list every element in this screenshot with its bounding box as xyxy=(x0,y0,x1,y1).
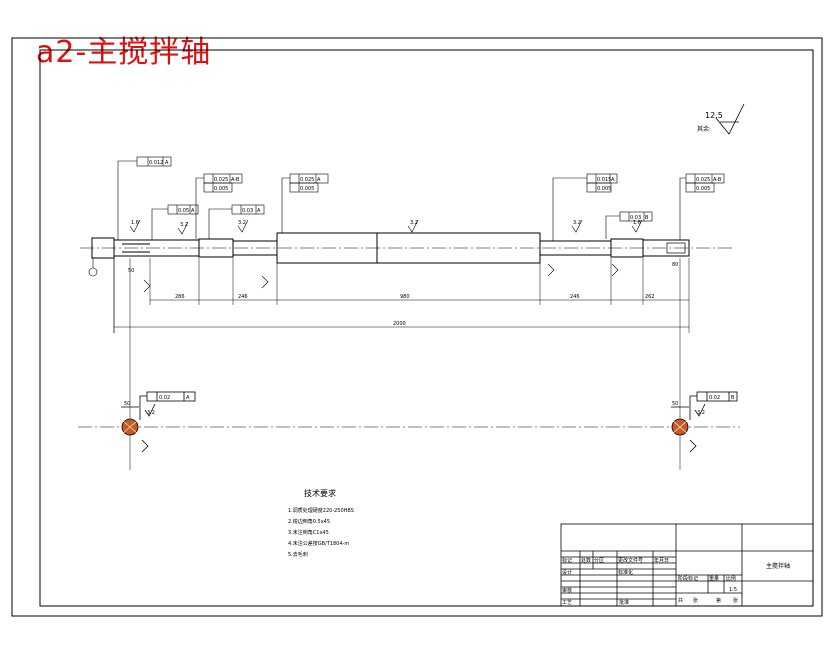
section-right xyxy=(671,391,738,453)
sec-ra-right: 3.2 xyxy=(697,410,705,416)
tol-0025-d: 0.025 xyxy=(696,177,710,183)
tol-ref-ab-1: A-B xyxy=(231,177,240,183)
sec-dim-left: 50 xyxy=(124,401,130,407)
dim-246-right: 246 xyxy=(570,294,580,300)
inner-border xyxy=(39,49,814,607)
tol-0025-b: 0.025 xyxy=(300,177,314,183)
datum-symbol-a xyxy=(88,258,98,277)
tb-scale: 比例 xyxy=(726,575,736,582)
roughness-value: 12.5 xyxy=(705,111,723,120)
tb-review: 审核 xyxy=(562,587,572,594)
tb-design: 设计 xyxy=(562,569,572,576)
tol-ref-a-1: A xyxy=(165,160,169,166)
tol-003-left: 0.03 xyxy=(242,208,253,214)
tb-change: 更改文件号 xyxy=(618,557,643,564)
dim-286: 286 xyxy=(175,294,185,300)
tol-runout-main: 0.012 xyxy=(149,160,163,166)
shaft-outline xyxy=(91,232,690,264)
tol-0015-c: 0.015 xyxy=(597,177,611,183)
sec-ref-a: A xyxy=(186,395,190,401)
sec-dim-right: 50 xyxy=(672,401,678,407)
tol-0005-b: 0.005 xyxy=(300,186,314,192)
ra-a: 1.6 xyxy=(131,220,139,226)
tb-part-name: 主搅拌轴 xyxy=(766,562,790,570)
roughness-marks-shaft xyxy=(129,219,643,293)
tolerance-values-top: 0.012 A 0.025 A-B 0.005 0.025 A 0.005 0.… xyxy=(149,160,722,221)
tol-0005-c: 0.005 xyxy=(597,186,611,192)
tech-item-1: 1.调质处理硬度220-250HBS xyxy=(288,507,354,514)
tol-0005-a: 0.005 xyxy=(214,186,228,192)
ra-e: 3.2 xyxy=(573,220,581,226)
tol-005: 0.05 xyxy=(178,208,189,214)
dim-980: 980 xyxy=(400,294,410,300)
sec-ref-b: B xyxy=(731,395,735,401)
tb-mark: 标记 xyxy=(562,557,572,564)
tb-scale-value: 1:5 xyxy=(729,587,737,593)
tb-page: 第 xyxy=(716,597,721,604)
tb-weight: 重量 xyxy=(709,575,719,582)
tb-sheet: 张 xyxy=(693,597,698,604)
tb-zone: 分区 xyxy=(594,557,604,564)
tech-item-3: 3.未注倒角C1x45 xyxy=(288,529,329,536)
tol-ref-b-1: B xyxy=(645,215,649,221)
sec-ra-left: 3.2 xyxy=(147,410,155,416)
tb-total: 共 xyxy=(678,597,683,604)
tolerance-frames-top xyxy=(117,156,725,241)
tb-count: 处数 xyxy=(581,557,591,564)
ra-c: 3.2 xyxy=(238,220,246,226)
sec-tol-left: 0.02 xyxy=(159,395,170,401)
tol-ref-a-5: A xyxy=(611,177,615,183)
tol-ref-a-3: A xyxy=(191,208,195,214)
tech-item-4: 4.未注公差按GB/T1804-m xyxy=(288,540,349,547)
ra-f: 1.6 xyxy=(633,220,641,226)
tol-ref-a-4: A xyxy=(257,208,261,214)
tech-item-2: 2.锐边倒角0.5x45 xyxy=(288,518,330,525)
tech-heading: 技术要求 xyxy=(304,488,336,498)
drawing-title: a2-主搅拌轴 xyxy=(36,35,212,70)
extension-lines xyxy=(113,258,690,470)
tb-approve: 批准 xyxy=(619,599,629,606)
dim-246-left: 246 xyxy=(238,294,248,300)
sec-tol-right: 0.02 xyxy=(709,395,720,401)
tol-0025-a: 0.025 xyxy=(214,177,228,183)
tb-process: 工艺 xyxy=(562,600,572,606)
ra-b: 3.2 xyxy=(180,222,188,228)
dim-key-left: 50 xyxy=(128,268,134,274)
dim-262: 262 xyxy=(645,294,655,300)
tol-003-right: 0.03 xyxy=(630,215,641,221)
tol-ref-ab-2: A-B xyxy=(713,177,722,183)
dim-key-right: 80 xyxy=(672,262,678,268)
tol-ref-a-2: A xyxy=(317,177,321,183)
tb-stage: 阶段标记 xyxy=(678,575,698,582)
roughness-symbol: 12.5 其余: xyxy=(697,103,745,135)
dim-2000: 2000 xyxy=(393,321,406,327)
tech-item-5: 5.去毛刺 xyxy=(288,551,308,558)
title-block xyxy=(560,523,814,607)
dimension-lines xyxy=(114,299,689,328)
ra-d: 3.2 xyxy=(410,220,418,226)
tb-page-unit: 张 xyxy=(733,597,738,604)
outer-border xyxy=(11,37,823,617)
tb-date: 年月日 xyxy=(654,557,669,564)
tol-0005-d: 0.005 xyxy=(696,186,710,192)
title-block-text: 标记 处数 分区 更改文件号 年月日 设计 标准化 阶段标记 重量 比例 1:5… xyxy=(562,557,790,606)
tb-standard: 标准化 xyxy=(618,569,633,576)
section-left xyxy=(121,391,196,453)
roughness-note: 其余: xyxy=(697,125,711,133)
